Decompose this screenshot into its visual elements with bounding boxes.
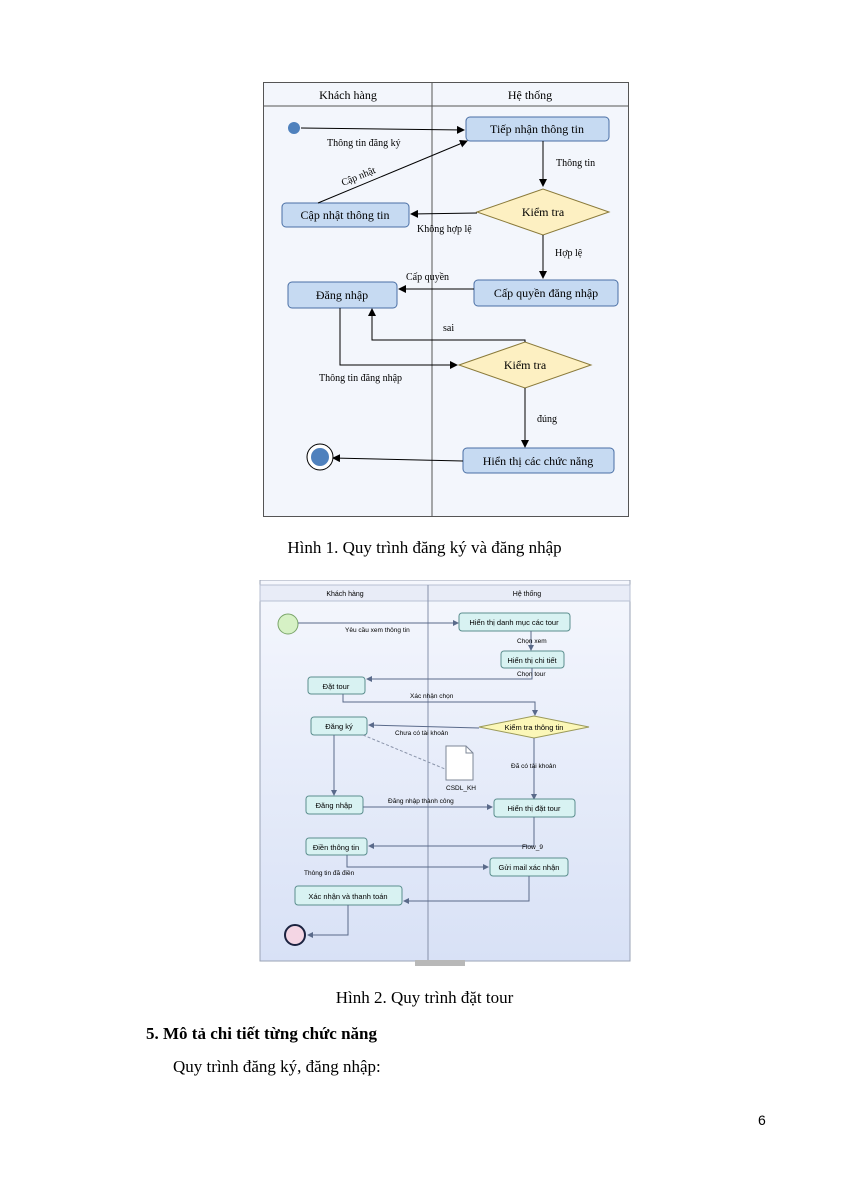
edge-label-registration-info: Thông tin đăng ký	[327, 138, 401, 149]
edge2-has-account: Đã có tài khoản	[511, 763, 557, 770]
figure-2-tour-booking-diagram: Khách hàng Hệ thống Yêu cầu xem thông ti…	[259, 580, 631, 966]
node2-register	[310, 716, 368, 736]
node2-detail-label: Hiển thị chi tiết	[507, 656, 557, 665]
lane2-system: Hệ thống	[513, 589, 542, 598]
page-number: 6	[758, 1112, 766, 1128]
node2-login	[305, 795, 364, 815]
edge-label-valid: Hợp lệ	[555, 248, 583, 259]
decision2-check-label: Kiểm tra thông tin	[505, 723, 564, 732]
figure-1-registration-login-diagram: Khách hàng Hệ thống Thông tin đăng ký Ti…	[263, 82, 629, 517]
decision-check-1-label: Kiểm tra	[522, 205, 565, 219]
node-grant-login-label: Cấp quyền đăng nhập	[494, 286, 598, 300]
edge2-no-account: Chưa có tài khoản	[395, 730, 449, 737]
edge-label-grant: Cấp quyền	[406, 272, 449, 283]
db-label: CSDL_KH	[446, 785, 476, 792]
edge2-request: Yêu cầu xem thông tin	[345, 625, 410, 634]
edge2-login-ok: Đăng nhập thành công	[388, 798, 454, 805]
lane-customer: Khách hàng	[319, 88, 377, 102]
lane2-customer: Khách hàng	[326, 591, 363, 598]
lane-system: Hệ thống	[508, 88, 552, 102]
node-receive-info-label: Tiếp nhận thông tin	[490, 122, 584, 136]
figure-2-caption: Hình 2. Quy trình đặt tour	[335, 988, 514, 1007]
node2-catalog-label: Hiển thị danh mục các tour	[469, 618, 559, 627]
node2-book	[307, 676, 366, 695]
start-node-2	[277, 613, 299, 635]
edge2-choose-tour: Chọn tour	[517, 671, 546, 678]
end-node-2	[284, 924, 306, 946]
start-node	[288, 122, 300, 134]
node2-book-label: Đặt tour	[323, 682, 350, 691]
edge2-filled: Thông tin đã điền	[304, 868, 355, 877]
edge-label-login-info: Thông tin đăng nhập	[319, 373, 402, 384]
node-receive-info	[465, 116, 610, 142]
figure-1-caption: Hình 1. Quy trình đăng ký và đăng nhập	[287, 538, 562, 557]
edge-label-info: Thông tin	[556, 158, 595, 169]
db-document-icon	[445, 745, 474, 781]
edge2-choose-view: Chọn xem	[517, 638, 547, 645]
decision2-check	[478, 715, 590, 739]
section-heading: 5. Mô tả chi tiết từng chức năng	[146, 1024, 377, 1043]
edge-label-invalid: Không hợp lệ	[417, 224, 472, 235]
node2-show-booking-label: Hiển thị đặt tour	[508, 804, 561, 813]
node-grant-login	[473, 279, 619, 307]
node2-send-mail-label: Gửi mail xác nhận	[499, 863, 560, 872]
node-login-label: Đăng nhập	[316, 288, 368, 302]
edge2-confirm-choice: Xác nhận chọn	[410, 693, 454, 700]
edge-label-wrong: sai	[443, 323, 454, 334]
node2-catalog	[458, 612, 571, 632]
edge2-flow: Flow_9	[522, 844, 543, 851]
node2-fill-info	[305, 837, 368, 856]
node2-fill-info-label: Điền thông tin	[313, 843, 359, 852]
node-update-info-label: Cập nhật thông tin	[301, 208, 390, 222]
node2-confirm-pay-label: Xác nhận và thanh toán	[308, 892, 387, 901]
edge-label-correct: đúng	[537, 414, 557, 425]
node-display-functions-label: Hiển thị các chức năng	[483, 454, 593, 468]
decision-check-1	[475, 188, 611, 236]
paragraph-text: Quy trình đăng ký, đăng nhập:	[173, 1057, 381, 1076]
decision-check-2	[457, 341, 593, 389]
node-login	[287, 281, 398, 309]
node-update-info	[281, 202, 410, 228]
node2-register-label: Đăng ký	[325, 722, 353, 731]
decision-check-2-label: Kiểm tra	[504, 358, 547, 372]
node2-login-label: Đăng nhập	[316, 801, 353, 810]
